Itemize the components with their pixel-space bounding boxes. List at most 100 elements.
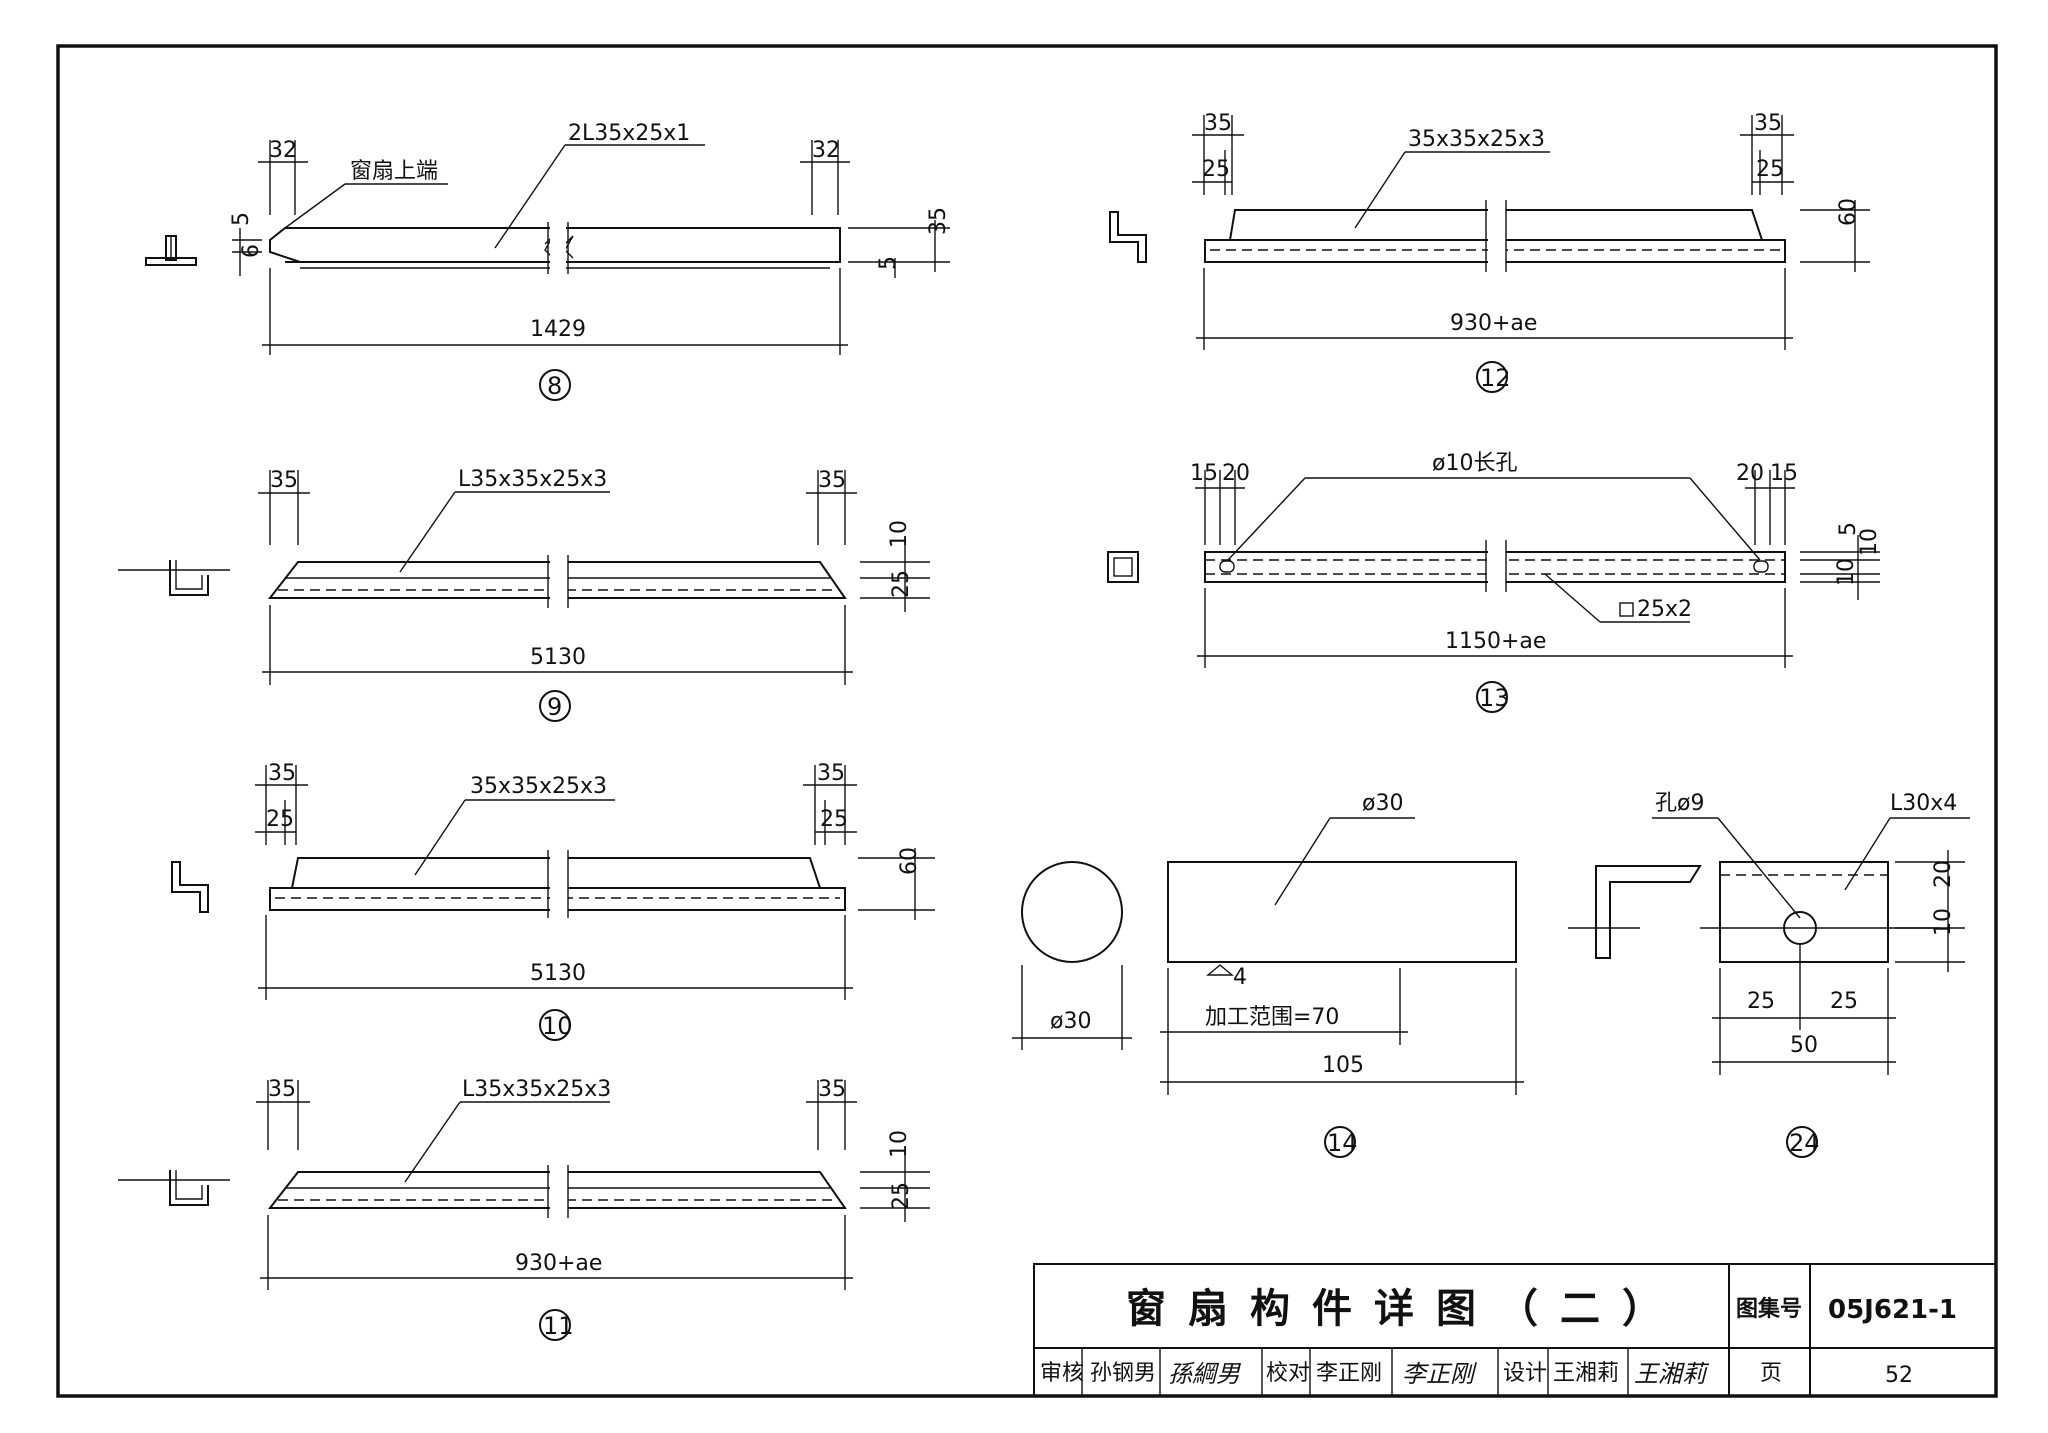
part-8: 2L35x25x1 窗扇上端 32 32 5 6 35 5 1429 8: [145, 121, 951, 401]
part-13-tube-icon: [1619, 602, 1634, 617]
part-8-h3-dim: 35: [926, 207, 951, 235]
part-8-number: 8: [547, 372, 562, 400]
part-24: 孔ø9 L30x4 20 10 25 25 50 24: [1568, 791, 1970, 1158]
part-9-h2-dim: 25: [889, 570, 914, 598]
part-13-tube-label: 25x2: [1637, 597, 1692, 622]
part-10-number: 10: [542, 1012, 573, 1040]
part-8-h1-dim: 5: [229, 212, 254, 226]
part-13-right-1-dim: 20: [1736, 461, 1764, 486]
reviewer-name: 孙钢男: [1090, 1361, 1156, 1386]
designer-signature: 王湘莉: [1634, 1360, 1710, 1388]
drawing-title: 窗扇构件详图（二）: [1126, 1286, 1684, 1332]
part-13-hole-label: ø10长孔: [1432, 451, 1517, 476]
part-8-section-icon: [145, 235, 197, 266]
part-11-section-icon: [118, 1170, 230, 1206]
part-9-h1-dim: 10: [887, 520, 912, 548]
part-12-section-icon: [1109, 211, 1147, 263]
part-9-length-dim: 5130: [530, 645, 586, 670]
part-14-weld-dim: 4: [1233, 965, 1247, 990]
part-11-section-label: L35x35x25x3: [462, 1077, 611, 1102]
part-13-h3-dim: 10: [1834, 558, 1859, 586]
part-10: 35x35x25x3 35 25 35 25 60 5130 10: [171, 761, 935, 1041]
designer-label: 设计: [1503, 1361, 1547, 1386]
reviewer-label: 审核: [1040, 1361, 1084, 1386]
checker-signature: 李正刚: [1402, 1360, 1478, 1388]
part-14-weld-icon: [1206, 964, 1234, 976]
part-10-section-label: 35x35x25x3: [470, 774, 607, 799]
part-13-h2-dim: 10: [1857, 528, 1882, 556]
checker-label: 校对: [1266, 1361, 1310, 1386]
part-8-h4-dim: 5: [876, 256, 901, 270]
part-14-length-dim: 105: [1322, 1053, 1364, 1078]
part-10-end-left-1-dim: 35: [268, 761, 296, 786]
part-11-end-left-dim: 35: [268, 1077, 296, 1102]
atlas-no-label: 图集号: [1736, 1296, 1802, 1322]
part-10-end-right-1-dim: 35: [817, 761, 845, 786]
part-24-angle-section-icon: [1568, 865, 1702, 959]
part-8-length-dim: 1429: [530, 317, 586, 342]
part-11-number: 11: [543, 1312, 574, 1340]
part-9-section-label: L35x35x25x3: [458, 467, 607, 492]
part-24-hole-icon: [1783, 911, 1817, 945]
part-14-dia-dim: ø30: [1050, 1009, 1091, 1034]
part-11-h2-dim: 25: [889, 1182, 914, 1210]
part-14-number: 14: [1327, 1129, 1358, 1157]
page-no-value: 52: [1885, 1363, 1913, 1388]
part-10-length-dim: 5130: [530, 961, 586, 986]
part-14-dia-label: ø30: [1362, 791, 1403, 816]
part-12-height-dim: 60: [1836, 198, 1861, 226]
part-24-width-dim: 50: [1790, 1033, 1818, 1058]
part-12-end-right-1-dim: 35: [1754, 111, 1782, 136]
part-14-range-label: 加工范围=70: [1205, 1005, 1339, 1030]
part-13-h1-dim: 5: [1836, 522, 1861, 536]
part-12-number: 12: [1480, 364, 1511, 392]
part-8-section-label: 2L35x25x1: [568, 121, 690, 146]
part-24-number: 24: [1789, 1129, 1820, 1157]
part-12-section-label: 35x35x25x3: [1408, 127, 1545, 152]
part-13-right-2-dim: 15: [1770, 461, 1798, 486]
part-11-h1-dim: 10: [887, 1130, 912, 1158]
part-13-left-1-dim: 15: [1190, 461, 1218, 486]
part-12-end-left-2-dim: 25: [1202, 157, 1230, 182]
part-24-hole-label: 孔ø9: [1655, 791, 1704, 816]
part-12-end-right-2-dim: 25: [1756, 157, 1784, 182]
part-9-section-icon: [118, 560, 230, 596]
sheet-border: [56, 44, 1998, 1398]
designer-name: 王湘莉: [1553, 1361, 1619, 1386]
part-9: L35x35x25x3 35 35 10 25 5130 9: [118, 467, 930, 722]
part-10-section-icon: [171, 861, 209, 913]
part-13-right-slot-icon: [1753, 560, 1769, 573]
part-24-section-label: L30x4: [1890, 791, 1957, 816]
part-8-h2-dim: 6: [239, 244, 264, 258]
part-10-height-dim: 60: [897, 847, 922, 875]
part-24-w1-dim: 25: [1747, 989, 1775, 1014]
part-8-note-label: 窗扇上端: [350, 159, 438, 184]
part-12-length-dim: 930+ae: [1450, 311, 1537, 336]
part-8-end-right-dim: 32: [812, 138, 840, 163]
part-9-number: 9: [547, 693, 562, 721]
part-24-h2-dim: 10: [1931, 908, 1956, 936]
part-13-number: 13: [1479, 684, 1510, 712]
part-24-w2-dim: 25: [1830, 989, 1858, 1014]
part-24-h1-dim: 20: [1931, 860, 1956, 888]
part-11-length-dim: 930+ae: [515, 1251, 602, 1276]
part-12-end-left-1-dim: 35: [1204, 111, 1232, 136]
atlas-no-value: 05J621-1: [1828, 1295, 1957, 1325]
title-block: 窗扇构件详图（二） 图集号 05J621-1 页 52 审核 孙钢男 孫綱男 校…: [1033, 1263, 1997, 1397]
reviewer-signature: 孫綱男: [1168, 1360, 1242, 1388]
part-10-end-right-2-dim: 25: [820, 807, 848, 832]
part-11-end-right-dim: 35: [818, 1077, 846, 1102]
part-8-end-left-dim: 32: [269, 138, 297, 163]
part-13-section-icon: [1107, 551, 1139, 583]
checker-name: 李正刚: [1316, 1361, 1382, 1386]
part-13-length-dim: 1150+ae: [1445, 629, 1546, 654]
part-9-end-right-dim: 35: [818, 468, 846, 493]
part-13: ø10长孔 15 20 20 15 5 10 10 25x2 1150+ae 1…: [1107, 451, 1882, 713]
part-13-left-slot-icon: [1219, 560, 1235, 573]
part-14: ø30 ø30 4 加工范围=70 105 14: [1012, 791, 1524, 1158]
part-9-end-left-dim: 35: [270, 468, 298, 493]
part-12: 35x35x25x3 35 25 35 25 60 930+ae 12: [1109, 111, 1870, 393]
part-11: L35x35x25x3 35 35 10 25 930+ae 11: [118, 1077, 930, 1341]
part-13-left-2-dim: 20: [1222, 461, 1250, 486]
